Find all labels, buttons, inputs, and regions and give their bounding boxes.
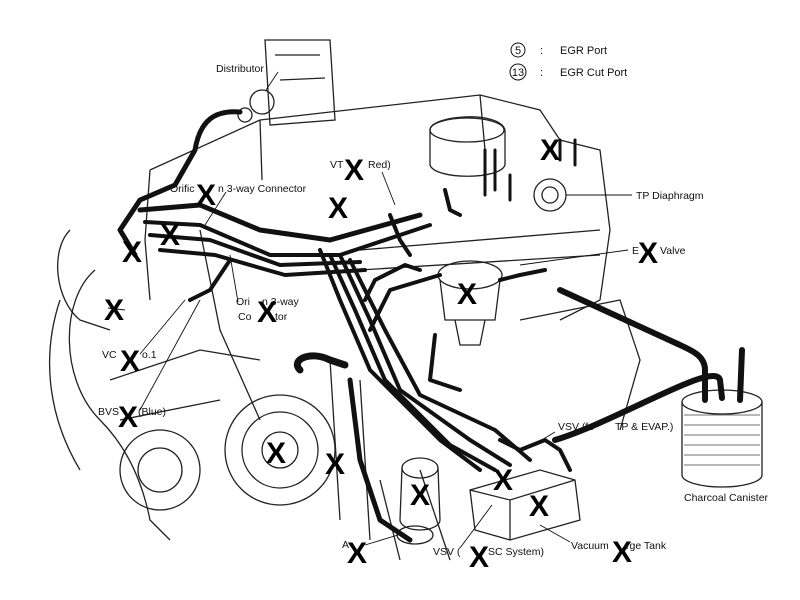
legend-item-egr-port: 5 : EGR Port bbox=[510, 42, 607, 58]
tp-diaphragm-body bbox=[533, 178, 567, 212]
label-orifice-3way-top-2: n 3-way Connector bbox=[218, 183, 307, 195]
x-mark: X bbox=[457, 278, 477, 311]
x-mark: X bbox=[469, 541, 489, 574]
legend-sep: : bbox=[540, 67, 543, 79]
isc-vsv-body bbox=[396, 457, 441, 545]
x-mark: X bbox=[196, 179, 216, 212]
label-egr-valve-2: Valve bbox=[660, 245, 686, 257]
x-mark: X bbox=[328, 192, 348, 225]
x-mark: X bbox=[120, 345, 140, 378]
label-vtv: VT bbox=[330, 159, 344, 171]
x-mark: X bbox=[104, 294, 124, 327]
x-mark: X bbox=[122, 236, 142, 269]
label-charcoal-canister: Charcoal Canister bbox=[684, 492, 769, 504]
engine-block-outline bbox=[48, 39, 763, 561]
x-mark: X bbox=[529, 490, 549, 523]
x-mark: X bbox=[612, 536, 632, 569]
legend-text: EGR Cut Port bbox=[560, 67, 627, 79]
x-mark: X bbox=[118, 401, 138, 434]
legend-num: 13 bbox=[512, 67, 524, 79]
x-marks: X X X X X X X X X X X X X X X X X X X X bbox=[104, 134, 658, 574]
x-mark: X bbox=[347, 537, 367, 570]
label-vsv-isc-2: SC System) bbox=[488, 546, 544, 558]
label-vsv-tp-evap-2: TP & EVAP.) bbox=[615, 421, 673, 433]
component-labels: Distributor Orific n 3-way Connector VT … bbox=[98, 63, 769, 558]
label-vcv: VC bbox=[102, 349, 117, 361]
x-mark: X bbox=[638, 237, 658, 270]
label-vsv-isc: VSV ( bbox=[433, 546, 461, 558]
label-egr-valve: E bbox=[632, 245, 639, 257]
label-partial-a: A bbox=[342, 539, 349, 551]
vacuum-surge-tank bbox=[469, 469, 581, 541]
label-distributor: Distributor bbox=[216, 63, 264, 75]
legend-num: 5 bbox=[515, 45, 521, 57]
label-connector: Co bbox=[238, 311, 252, 323]
x-mark: X bbox=[410, 479, 430, 512]
label-orifice-3way-top: Orific bbox=[170, 183, 195, 195]
label-vsv-tp-evap: VSV (fo bbox=[558, 421, 594, 433]
label-connector-2: tor bbox=[275, 311, 288, 323]
label-orifice-3way-mid-2: n 3-way bbox=[262, 296, 300, 308]
legend-item-egr-cut-port: 13 : EGR Cut Port bbox=[509, 63, 627, 81]
x-mark: X bbox=[266, 437, 286, 470]
label-vtv-2: Red) bbox=[368, 159, 391, 171]
label-vacuum-surge-tank: Vacuum bbox=[571, 540, 609, 552]
x-mark: X bbox=[344, 154, 364, 187]
label-orifice-3way-mid: Ori bbox=[236, 296, 250, 308]
label-vacuum-surge-tank-2: rge Tank bbox=[626, 540, 667, 552]
legend-sep: : bbox=[540, 45, 543, 57]
legend: 5 : EGR Port 13 : EGR Cut Port bbox=[509, 42, 627, 81]
leader-lines bbox=[107, 71, 632, 549]
vacuum-hoses bbox=[117, 109, 577, 543]
distributor-vacuum-unit bbox=[249, 89, 275, 115]
label-vcv-2: o.1 bbox=[142, 349, 157, 361]
label-bvsv-2: (Blue) bbox=[138, 406, 166, 418]
x-mark: X bbox=[493, 464, 513, 497]
x-mark: X bbox=[257, 296, 277, 329]
label-tp-diaphragm: TP Diaphragm bbox=[636, 190, 704, 202]
x-mark: X bbox=[325, 448, 345, 481]
charcoal-canister bbox=[552, 287, 763, 488]
x-mark: X bbox=[540, 134, 560, 167]
legend-text: EGR Port bbox=[560, 45, 607, 57]
x-mark: X bbox=[160, 219, 180, 252]
label-bvsv: BVS bbox=[98, 406, 119, 418]
